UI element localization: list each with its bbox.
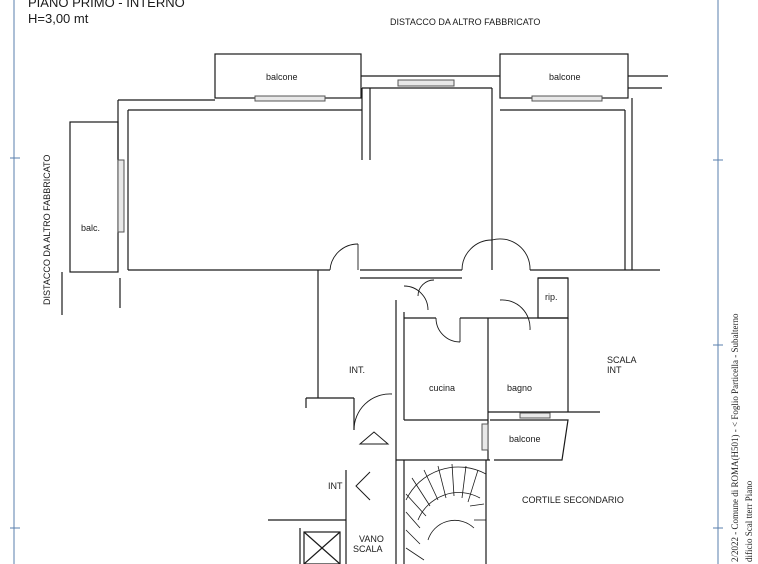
room-int-entry: INT.: [349, 365, 366, 375]
room-int-lower: INT: [328, 481, 343, 491]
left-neighbor-label: DISTACCO DA ALTRO FABBRICATO: [42, 154, 52, 305]
room-balcone-top-right: balcone: [549, 72, 581, 82]
windows: [117, 79, 603, 451]
door-swings: [329, 238, 531, 431]
height-label: H=3,00 mt: [28, 11, 89, 26]
top-neighbor-label: DISTACCO DA ALTRO FABBRICATO: [390, 17, 541, 27]
room-scala-int-line1: SCALA: [607, 355, 637, 365]
sheet-frame: [10, 0, 723, 564]
direction-arrows: [355, 431, 390, 501]
room-vano-line1: VANO: [359, 534, 384, 544]
room-cortile: CORTILE SECONDARIO: [522, 495, 624, 505]
spiral-stair: [405, 463, 487, 561]
room-scala-int-line2: INT: [607, 365, 622, 375]
room-balcone-top-left: balcone: [266, 72, 298, 82]
walls: [61, 53, 668, 564]
cadastral-stamp-line1: 2/2022 - Comune di ROMA(H501) - < Foglio…: [730, 313, 740, 562]
room-vano-line2: SCALA: [353, 544, 383, 554]
room-bagno: bagno: [507, 383, 533, 393]
room-cucina: cucina: [429, 383, 456, 393]
room-rip: rip.: [545, 292, 558, 302]
floor-label: PIANO PRIMO - INTERNO: [28, 0, 185, 10]
cadastral-stamp-line2: dificio Scal tterr Piano: [744, 480, 754, 562]
room-balc-left: balc.: [81, 223, 101, 233]
room-balcone-lower: balcone: [509, 434, 541, 444]
